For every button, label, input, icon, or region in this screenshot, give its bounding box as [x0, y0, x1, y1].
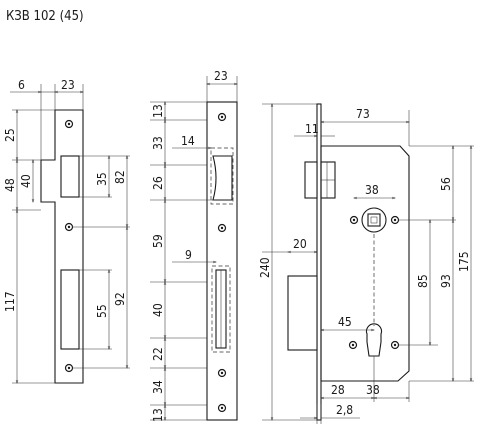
- body-dim-spindle-to-cylinder: 85: [416, 274, 430, 288]
- body-dim-backset: 73: [356, 107, 370, 121]
- body-spindle-square: [367, 213, 381, 227]
- body-dim-total-height: 240: [258, 257, 272, 278]
- front-dim-latch-to-hole: 82: [113, 170, 127, 184]
- side-dim-seg-7: 34: [151, 380, 165, 394]
- front-faceplate-outline: [40, 109, 84, 384]
- body-dim-faceplate-thickness: 2,8: [336, 403, 353, 417]
- front-dim-top-to-latch: 25: [3, 128, 17, 142]
- side-dim-width: 23: [214, 69, 228, 83]
- front-view: 6 23 25 48 40 117 35 82 55 92: [3, 78, 130, 384]
- side-dim-seg-8: 13: [151, 408, 165, 422]
- body-dim-bottom-right: 38: [366, 383, 380, 397]
- side-faceplate-outline: [206, 101, 238, 421]
- body-view: 73 11 38 20 240 56 85 93 175 45: [258, 103, 474, 424]
- front-dim-top-offset: 6: [18, 78, 25, 92]
- body-dim-cam-offset: 56: [439, 177, 453, 191]
- side-dim-seg-2: 33: [151, 136, 165, 150]
- body-dim-follower-width: 38: [365, 183, 379, 197]
- body-dim-body-height: 175: [457, 251, 471, 272]
- body-case-outline: [320, 145, 410, 382]
- front-dim-latch-outer: 48: [3, 178, 17, 192]
- front-dim-latch-inner: 40: [19, 174, 33, 188]
- front-dim-bottom-section: 117: [3, 291, 17, 312]
- side-dim-seg-6: 22: [151, 347, 165, 361]
- body-follower-outer: [361, 207, 387, 233]
- body-latch-block: [304, 161, 318, 199]
- side-dim-seg-3: 26: [151, 176, 165, 190]
- front-dim-width: 23: [61, 78, 75, 92]
- side-dim-bolt-width: 9: [185, 248, 192, 262]
- body-dim-faceplate: 11: [305, 122, 319, 136]
- body-bolt: [287, 275, 318, 351]
- front-latch-opening: [60, 155, 80, 198]
- body-dim-bolt-throw: 20: [293, 237, 307, 251]
- side-view: 23 14 9 13 33 26 59 40 22 34 13: [150, 69, 238, 422]
- front-dim-bolt-span: 92: [113, 292, 127, 306]
- drawing-title: КЗВ 102 (45): [6, 9, 84, 24]
- front-bolt-opening: [60, 269, 80, 350]
- body-faceplate: [316, 103, 322, 421]
- side-dim-seg-5: 40: [151, 303, 165, 317]
- side-dim-seg-4: 59: [151, 234, 165, 248]
- side-dim-latch-offset: 14: [181, 134, 195, 148]
- side-latch-profile: [212, 155, 233, 201]
- front-dim-bolt-height: 55: [95, 304, 109, 318]
- body-dim-cylinder-to-bottom: 93: [439, 274, 453, 288]
- body-dim-cylinder-backset: 45: [338, 315, 352, 329]
- side-dim-seg-1: 13: [151, 104, 165, 118]
- body-cylinder-cutout: [365, 323, 383, 357]
- front-dim-latch-height: 35: [95, 172, 109, 186]
- body-dim-bottom-left: 28: [331, 383, 345, 397]
